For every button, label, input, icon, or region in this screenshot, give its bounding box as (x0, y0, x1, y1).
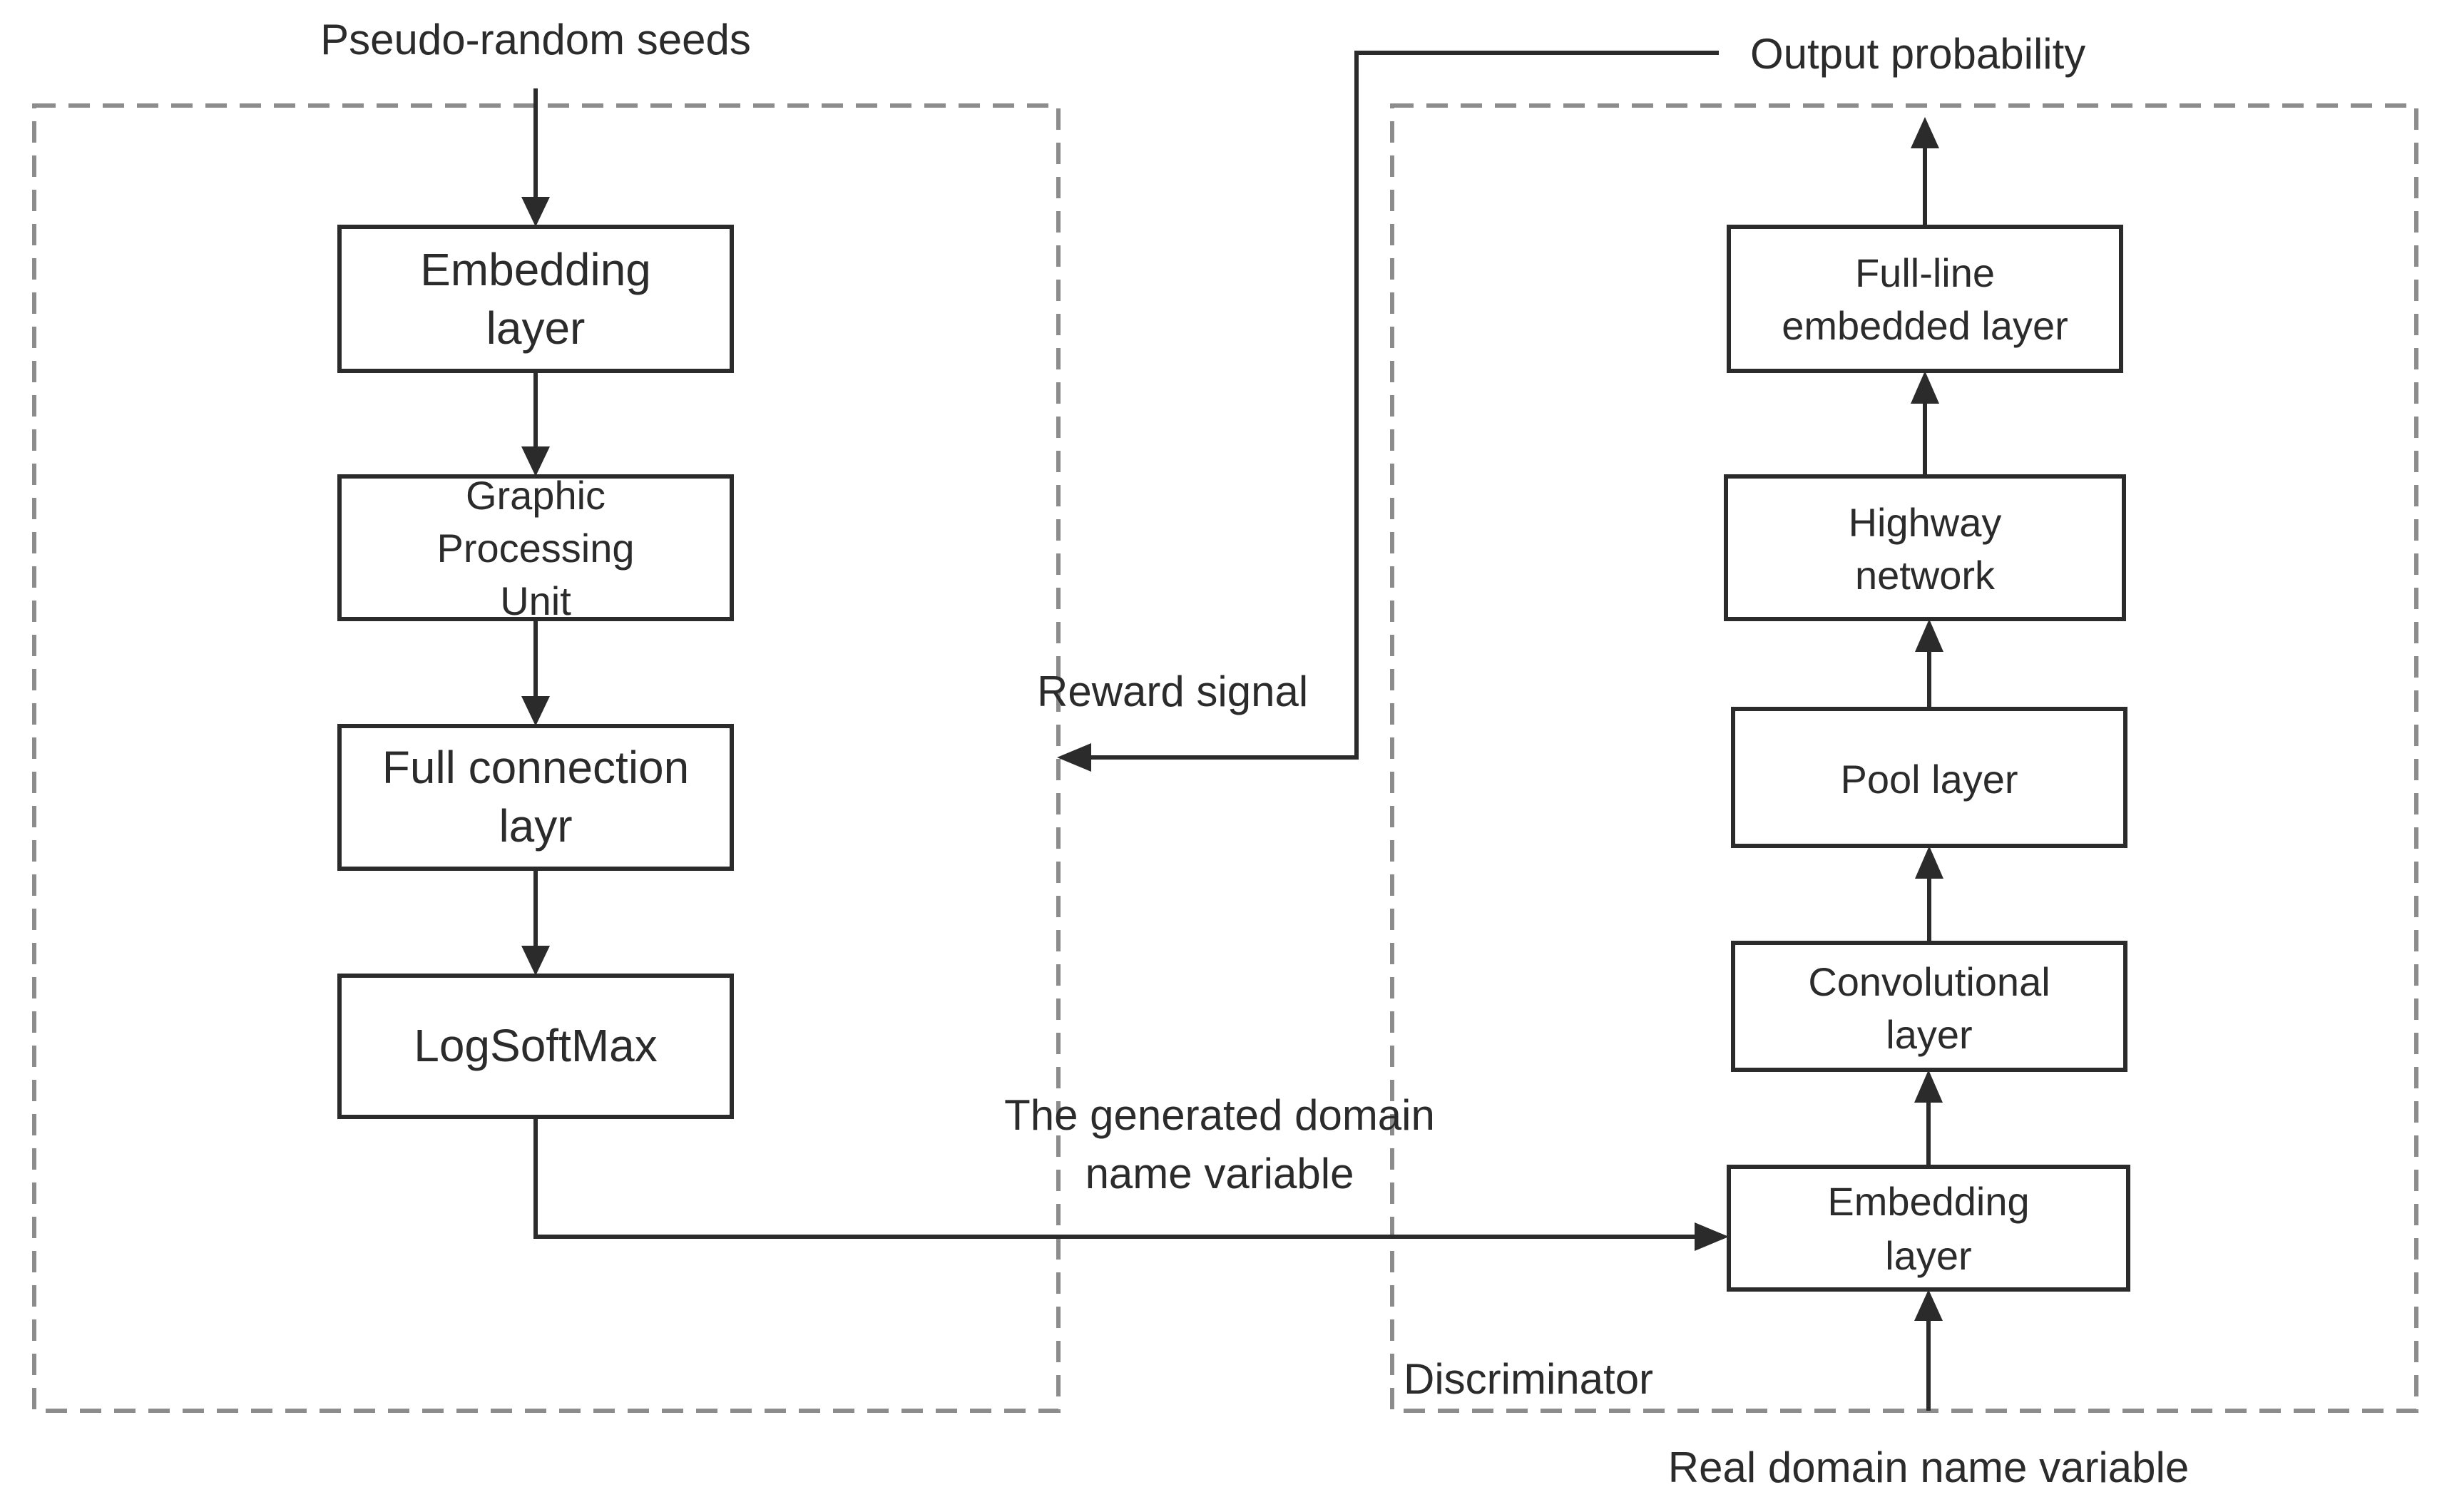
generated-domain-label-line-2: name variable (1085, 1150, 1354, 1197)
discriminator-block-highway-line-1: Highway (1849, 500, 2002, 545)
generator-block-gpu: Graphic Processing Unit (337, 473, 734, 623)
generator-block-full-connection-line-1: Full connection (382, 742, 689, 793)
discriminator-block-highway-line-2: network (1855, 553, 1996, 598)
discriminator-input-label: Real domain name variable (1668, 1444, 2189, 1491)
discriminator-block-convolutional: Convolutional layer (1731, 941, 2127, 1072)
discriminator-block-convolutional-line-1: Convolutional (1808, 959, 2050, 1004)
discriminator-block-embedding-line-1: Embedding (1827, 1179, 2029, 1224)
discriminator-block-highway: Highway network (1724, 474, 2126, 621)
discriminator-block-pool-line-1: Pool layer (1840, 757, 2018, 802)
discriminator-block-full-line-embedded-line-2: embedded layer (1782, 303, 2068, 348)
discriminator-block-embedding: Embedding layer (1727, 1165, 2130, 1292)
generator-frame (32, 103, 1061, 1413)
generator-block-embedding-line-1: Embedding (420, 244, 651, 295)
generator-block-gpu-line-2: Processing (436, 526, 634, 571)
generator-input-label: Pseudo-random seeds (320, 16, 751, 63)
reward-signal-label: Reward signal (1037, 668, 1308, 715)
generator-block-full-connection: Full connection layr (337, 724, 734, 871)
discriminator-block-full-line-embedded-line-1: Full-line (1855, 250, 1995, 295)
generator-block-gpu-line-1: Graphic (466, 473, 606, 518)
generator-block-embedding: Embedding layer (337, 225, 734, 373)
discriminator-block-pool: Pool layer (1731, 707, 2127, 848)
discriminator-output-label: Output probability (1750, 30, 2085, 78)
generator-block-full-connection-line-2: layr (499, 800, 572, 852)
discriminator-frame (1390, 103, 2418, 1413)
generated-domain-label-line-1: The generated domain (1004, 1091, 1435, 1139)
discriminator-block-convolutional-line-2: layer (1886, 1012, 1972, 1057)
discriminator-block-embedding-line-2: layer (1885, 1233, 1971, 1278)
generator-arrows (521, 88, 550, 976)
generator-block-embedding-line-2: layer (486, 302, 586, 354)
generator-block-gpu-line-3: Unit (500, 578, 571, 623)
generated-domain-connector (533, 1117, 1729, 1251)
generator-block-logsoftmax: LogSoftMax (337, 974, 734, 1119)
discriminator-block-full-line-embedded: Full-line embedded layer (1727, 225, 2123, 373)
discriminator-arrows (1911, 117, 1943, 1411)
reward-signal-connector (1057, 51, 1719, 772)
discriminator-frame-label: Discriminator (1404, 1355, 1653, 1403)
generator-block-logsoftmax-line-1: LogSoftMax (414, 1020, 658, 1071)
